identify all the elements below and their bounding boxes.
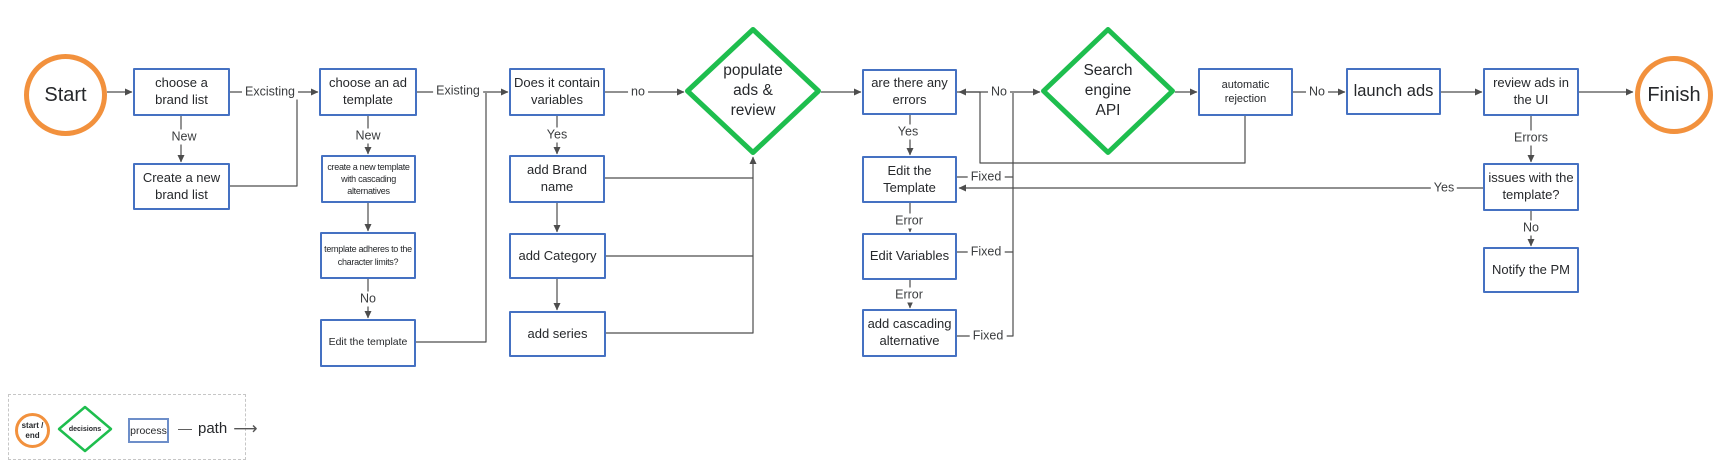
node-add-cascading-alternative[interactable]: add cascading alternative: [862, 309, 957, 357]
edge-edit-variables-fixed-label: Fixed: [967, 244, 1005, 260]
edge-ad-template-new-label: New: [352, 128, 384, 144]
node-issues-with-the-template[interactable]: issues with the template?: [1483, 163, 1579, 211]
node-start[interactable]: Start: [24, 54, 107, 136]
edge-issues-no-label: No: [1520, 220, 1542, 236]
edge-edit-template-error-label: Error: [892, 213, 926, 229]
node-populate-ads-review-diamond-icon: [685, 27, 821, 155]
node-edit-variables[interactable]: Edit Variables: [862, 233, 957, 280]
node-create-brand-list-label: Create a new brand list: [142, 169, 221, 202]
node-populate-ads-review[interactable]: populate ads & review: [685, 27, 821, 155]
node-add-category-label: add Category: [518, 247, 597, 263]
node-are-there-any-errors-label: are there any errors: [871, 75, 948, 107]
edge-cascading-fixed: [957, 93, 1014, 337]
node-launch-ads[interactable]: launch ads: [1346, 68, 1441, 115]
node-choose-ad-template-label: choose an ad template: [328, 75, 408, 107]
node-edit-the-template-small[interactable]: Edit the template: [320, 319, 416, 367]
node-create-new-template-label: create a new template with cascading alt…: [327, 161, 410, 197]
node-add-series-label: add series: [527, 325, 588, 341]
node-review-ads-in-the-ui-label: review ads in the UI: [1493, 75, 1569, 107]
edge-edit-template-merge: [416, 93, 487, 343]
legend-process-shape: process: [128, 418, 169, 443]
node-notify-the-pm[interactable]: Notify the PM: [1483, 247, 1579, 293]
edge-choose-brand-existing-label: Excisting: [241, 84, 299, 100]
legend-path-label: path: [198, 419, 228, 437]
node-add-category[interactable]: add Category: [509, 233, 606, 279]
legend-start-end-label: start / end: [21, 420, 44, 440]
node-review-ads-in-the-ui[interactable]: review ads in the UI: [1483, 68, 1579, 116]
node-automatic-rejection[interactable]: automatic rejection: [1198, 68, 1293, 116]
node-edit-variables-label: Edit Variables: [869, 248, 950, 264]
node-choose-brand-list[interactable]: choose a brand list: [133, 68, 230, 116]
node-edit-the-template[interactable]: Edit the Template: [862, 156, 957, 203]
node-issues-with-the-template-label: issues with the template?: [1488, 170, 1574, 202]
node-automatic-rejection-label: automatic rejection: [1221, 78, 1270, 105]
edge-variables-yes-label: Yes: [543, 127, 571, 143]
node-search-engine-api[interactable]: Search engine API: [1041, 27, 1175, 155]
node-add-brand-name[interactable]: add Brand name: [509, 155, 605, 203]
edge-errors-no-label: No: [988, 84, 1010, 100]
legend-diamond-icon: [57, 405, 113, 453]
edge-cascading-fixed-label: Fixed: [969, 328, 1007, 344]
edge-rejection-loop: [958, 88, 1246, 164]
node-add-cascading-alternative-label: add cascading alternative: [867, 316, 952, 348]
node-add-series[interactable]: add series: [509, 311, 606, 357]
legend-decisions-shape: decisions: [57, 405, 113, 453]
node-search-engine-api-diamond-icon: [1041, 27, 1175, 155]
edge-variables-no-label: no: [628, 84, 648, 100]
legend-decisions-label: decisions: [68, 425, 102, 433]
edge-edit-template-fixed-label: Fixed: [967, 169, 1005, 185]
edge-adheres-no-label: No: [357, 291, 379, 307]
edge-series-to-populate: [606, 156, 757, 334]
edge-ad-template-existing-label: Existing: [433, 83, 483, 99]
node-finish-label: Finish: [1647, 84, 1701, 106]
node-does-it-contain-variables[interactable]: Does it contain variables: [509, 68, 605, 116]
edge-rejection-no-label: No: [1306, 84, 1328, 100]
node-does-it-contain-variables-label: Does it contain variables: [514, 75, 600, 107]
legend-path-dash: —: [178, 420, 192, 436]
node-template-adheres[interactable]: template adheres to the character limits…: [320, 232, 416, 279]
node-edit-the-template-small-label: Edit the template: [328, 336, 408, 349]
node-finish[interactable]: Finish: [1635, 56, 1713, 134]
node-choose-brand-list-label: choose a brand list: [155, 75, 208, 107]
node-template-adheres-label: template adheres to the character limits…: [324, 244, 412, 267]
node-choose-ad-template[interactable]: choose an ad template: [319, 68, 417, 116]
legend: start / end decisions process — path ⟶: [8, 394, 258, 460]
edge-edit-variables-error-label: Error: [892, 287, 926, 303]
node-notify-the-pm-label: Notify the PM: [1491, 261, 1571, 277]
legend-path-key: — path ⟶: [178, 416, 258, 440]
legend-process-label: process: [130, 424, 167, 437]
legend-path-arrow-icon: ⟶: [233, 418, 258, 438]
node-add-brand-name-label: add Brand name: [527, 162, 587, 194]
edge-create-brand-merge: [230, 93, 298, 187]
node-are-there-any-errors[interactable]: are there any errors: [862, 69, 957, 115]
node-populate-ads-review-label: populate ads & review: [723, 61, 783, 120]
legend-start-end-shape: start / end: [15, 413, 50, 448]
node-edit-the-template-label: Edit the Template: [883, 162, 936, 195]
node-create-brand-list[interactable]: Create a new brand list: [133, 163, 230, 210]
node-create-new-template[interactable]: create a new template with cascading alt…: [321, 155, 416, 203]
edge-review-errors-label: Errors: [1510, 130, 1552, 146]
edge-choose-brand-new-label: New: [168, 129, 200, 145]
edge-issues-yes-label: Yes: [1430, 180, 1458, 196]
node-launch-ads-label: launch ads: [1353, 81, 1434, 100]
node-start-label: Start: [44, 84, 87, 106]
edge-errors-yes-label: Yes: [894, 124, 922, 140]
node-search-engine-api-label: Search engine API: [1083, 61, 1133, 120]
